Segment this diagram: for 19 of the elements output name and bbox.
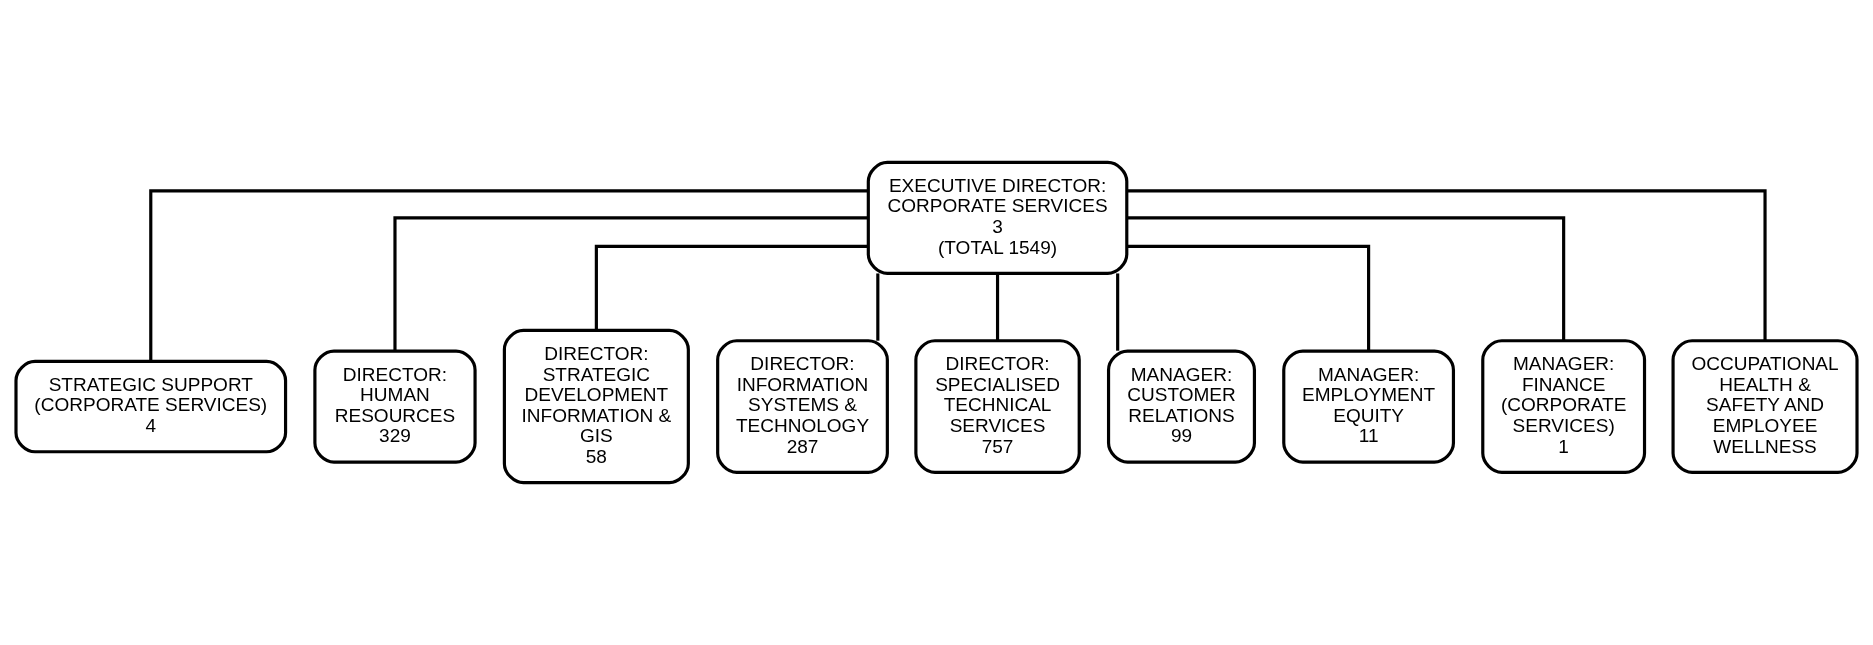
- node-box: DIRECTOR: SPECIALISED TECHNICAL SERVICES 757: [914, 339, 1081, 474]
- connector: [393, 216, 869, 351]
- node-box: EXECUTIVE DIRECTOR: CORPORATE SERVICES 3 (TOTAL 1549): [866, 160, 1129, 275]
- connector: [149, 189, 869, 362]
- connector: [1126, 244, 1371, 351]
- node-box: MANAGER: FINANCE (CORPORATE SERVICES) 1: [1481, 339, 1647, 474]
- connector: [1126, 189, 1767, 341]
- connector: [1127, 216, 1566, 341]
- connector: [876, 273, 880, 341]
- node-box: MANAGER: CUSTOMER RELATIONS 99: [1106, 349, 1257, 464]
- connector: [594, 244, 868, 331]
- node-box: OCCUPATIONAL HEALTH & SAFETY AND EMPLOYEE WELLNESS: [1671, 339, 1859, 474]
- node-box: DIRECTOR: STRATEGIC DEVELOPMENT INFORMATION & GIS 58: [502, 328, 690, 485]
- connector: [995, 273, 1000, 341]
- connector: [1116, 273, 1120, 351]
- node-box: DIRECTOR: HUMAN RESOURCES 329: [313, 349, 477, 464]
- node-box: DIRECTOR: INFORMATION SYSTEMS & TECHNOLOGY 287: [716, 339, 889, 474]
- node-box: MANAGER: EMPLOYMENT EQUITY 11: [1282, 349, 1456, 464]
- node-box: STRATEGIC SUPPORT (CORPORATE SERVICES) 4: [14, 359, 288, 454]
